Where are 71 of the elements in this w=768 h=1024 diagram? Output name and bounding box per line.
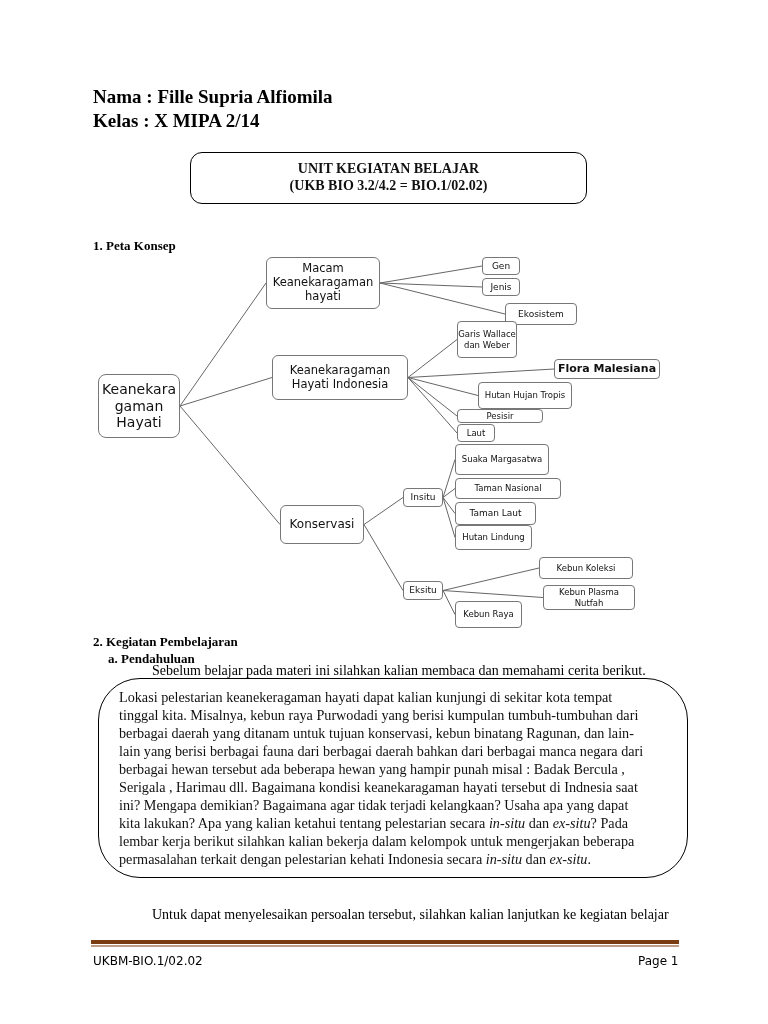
concept-label: Ekosistem xyxy=(518,308,564,320)
box-heading: UNIT KEGIATAN BELAJAR xyxy=(297,161,480,178)
concept-box xyxy=(455,478,561,499)
concept-label: Gen xyxy=(491,260,511,272)
concept-label: Insitu xyxy=(410,492,436,503)
concept-label: Taman Laut xyxy=(469,508,522,519)
concept-box xyxy=(455,502,536,525)
concept-box xyxy=(272,355,408,400)
concept-box xyxy=(482,278,520,296)
concept-box xyxy=(280,505,364,544)
concept-label: Kebun Koleksi xyxy=(556,562,616,574)
connector-line xyxy=(442,459,456,498)
concept-box xyxy=(98,374,180,438)
connector-line xyxy=(442,590,544,598)
subsection-heading: a. Pendahuluan xyxy=(108,651,195,666)
concept-label: Pesisir xyxy=(486,410,514,422)
concept-label: Flora Malesiana xyxy=(557,362,657,376)
concept-box xyxy=(457,321,517,358)
story-paragraph: Lokasi pelestarian keanekeragaman hayati dapat kalian kunjungi di sekitar kota tempat tinggal kita. Misalnya, kebun raya Purwodadi yang berisi kumpulan tumbuh-tumbuhan dari berbagai daerah yang ditanam untuk tujuan konservasi, kebun binatang Ragunan, dan lain-lain yang berisi berbagai fauna dari berbagai daerah bahkan dari berbagai manca negara dari berbagai hewan tersebut ada beberapa hewan yang hampir punah misal : Badak Bercula , Serigala , Harimau dll. Bagaimana kondisi keanekaragaman hayati tersebut di Indnesia saat ini? Mengapa demikian? Bagaimana agar tidak terjadi kelangkaan? Usaha apa yang dapat kita lakukan? Apa yang kalian ketahui tentang pelestarian secara in-situ dan ex-situ? Pada lembar kerja berikut silahkan kalian bekerja dalam kelompok untuk mengerjakan beberapa permasalahan terkait dengan pelestarian kehati Indonesia secara in-situ dan ex-situ. xyxy=(119,687,645,869)
class-line: Kelas : X MIPA 2/14 xyxy=(93,110,260,132)
concept-box xyxy=(505,303,577,325)
concept-label: Taman Nasional xyxy=(474,483,542,494)
connector-line xyxy=(179,282,267,407)
connector-line xyxy=(442,497,456,538)
connector-line xyxy=(407,377,479,396)
connector-line xyxy=(179,405,281,525)
concept-box xyxy=(455,444,549,475)
concept-label: Garis Wallace dan Weber xyxy=(458,329,516,350)
concept-box xyxy=(482,257,520,275)
section-heading: 2. Kegiatan Pembelajaran xyxy=(93,634,238,650)
box-subtitle: (UKB BIO 3.2/4.2 = BIO.1/02.02) xyxy=(289,178,488,195)
concept-label: Hutan Lindung xyxy=(462,532,525,543)
connector-line xyxy=(442,567,540,591)
concept-box xyxy=(539,557,633,579)
connector-line xyxy=(407,377,458,434)
title-box xyxy=(190,152,587,204)
concept-box xyxy=(455,601,522,628)
footer-code: UKBM-BIO.1/02.02 xyxy=(93,954,203,968)
concept-box xyxy=(457,424,495,442)
concept-label: Macam Keanekaragaman hayati xyxy=(271,262,375,304)
connector-line xyxy=(363,524,404,591)
concept-label: Keanekaragaman Hayati Indonesia xyxy=(288,363,392,392)
connector-line xyxy=(379,282,506,315)
section-heading: 1. Peta Konsep xyxy=(93,238,176,254)
name-line: Nama : Fille Supria Alfiomila xyxy=(93,86,333,108)
intro-sentence: Sebelum belajar pada materi ini silahkan kalian membaca dan memahami cerita berikut. xyxy=(152,663,646,679)
concept-label: Kebun Plasma Nutfah xyxy=(558,587,620,608)
page-number: Page 1 xyxy=(638,954,679,968)
concept-box xyxy=(403,581,443,600)
concept-box xyxy=(457,409,543,423)
closing-sentence: Untuk dapat menyelesaikan persoalan tersebut, silahkan kalian lanjutkan ke kegiatan belajar xyxy=(152,907,669,923)
concept-box xyxy=(455,525,532,550)
concept-label: Hutan Hujan Tropis xyxy=(484,390,566,401)
connector-line xyxy=(442,488,456,498)
connector-line xyxy=(363,497,404,525)
concept-box xyxy=(543,585,635,610)
concept-label: Eksitu xyxy=(409,585,437,596)
concept-label: Laut xyxy=(466,427,486,439)
story-box xyxy=(98,678,688,878)
concept-box xyxy=(478,382,572,409)
concept-label: Jenis xyxy=(490,281,512,293)
concept-box xyxy=(403,488,443,507)
concept-label: Kebun Raya xyxy=(463,609,514,620)
connector-line xyxy=(407,339,458,378)
connector-line xyxy=(379,282,483,288)
concept-label: Suaka Margasatwa xyxy=(461,454,543,465)
concept-label: Konservasi xyxy=(289,517,355,532)
concept-label: Keanekaragaman Hayati xyxy=(101,380,177,432)
connector-line xyxy=(442,590,456,615)
connector-line xyxy=(442,497,456,514)
connector-line xyxy=(179,377,273,407)
